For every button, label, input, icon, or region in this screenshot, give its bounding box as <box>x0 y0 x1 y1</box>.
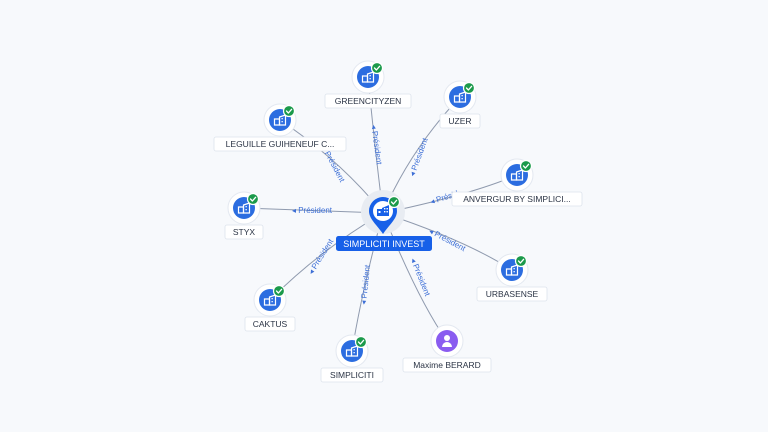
node-caktus[interactable]: CAKTUS <box>244 283 296 332</box>
building-icon <box>510 169 524 181</box>
verified-check-icon <box>354 335 368 349</box>
node-label: CAKTUS <box>253 319 288 329</box>
nodes-layer: GREENCITYZEN UZER LEGUILLE GUIHENEUF C... A… <box>213 60 583 383</box>
node-label-box <box>402 357 492 373</box>
edge-label: ◂ Président <box>306 237 335 276</box>
node-anvergur[interactable]: ANVERGUR BY SIMPLICI... <box>451 158 583 207</box>
center-label: SIMPLICITI INVEST <box>343 239 425 249</box>
node-label-box <box>439 113 481 129</box>
node-label: Maxime BERARD <box>413 360 481 370</box>
node-label-box <box>320 367 384 383</box>
building-icon <box>361 71 375 83</box>
node-label: SIMPLICITI <box>330 370 374 380</box>
building-icon <box>377 205 389 216</box>
edge-simpliciti: ◂ Président <box>351 212 384 352</box>
edge-label: ◂ Président <box>359 264 372 306</box>
verified-check-icon <box>462 81 476 95</box>
verified-check-icon <box>282 104 296 118</box>
center-node[interactable]: SIMPLICITI INVEST <box>336 190 432 251</box>
node-label: URBASENSE <box>486 289 539 299</box>
node-label: ANVERGUR BY SIMPLICI... <box>463 194 571 204</box>
center-label-box <box>336 236 432 251</box>
verified-check-icon <box>514 254 528 268</box>
node-styx[interactable]: STYX <box>224 191 264 240</box>
verified-check-icon <box>246 192 260 206</box>
node-label-box <box>451 191 583 207</box>
node-label-box <box>244 316 296 332</box>
node-label: UZER <box>448 116 471 126</box>
building-icon <box>505 264 519 276</box>
edge-label: ◂ Président <box>427 226 467 253</box>
edge-label: ◂ Président <box>292 206 333 215</box>
building-icon <box>263 294 277 306</box>
node-label: GREENCITYZEN <box>335 96 402 106</box>
verified-check-icon <box>370 61 384 75</box>
node-greencityzen[interactable]: GREENCITYZEN <box>324 60 412 109</box>
person-icon <box>442 335 452 347</box>
node-label: STYX <box>233 227 256 237</box>
node-maxime[interactable]: Maxime BERARD <box>402 324 492 373</box>
node-label-box <box>213 136 347 152</box>
edge-label: ◂ Président <box>408 136 430 177</box>
node-label: LEGUILLE GUIHENEUF C... <box>226 139 335 149</box>
node-simpliciti[interactable]: SIMPLICITI <box>320 334 384 383</box>
node-label-box <box>324 93 412 109</box>
building-icon <box>273 114 287 126</box>
edge-label: ◂ Président <box>409 257 433 298</box>
verified-check-icon <box>519 159 533 173</box>
verified-check-icon <box>272 284 286 298</box>
edge-label: ◂ Président <box>369 124 384 166</box>
building-icon <box>345 345 359 357</box>
node-label-box <box>476 286 548 302</box>
verified-check-icon <box>387 195 401 209</box>
node-uzer[interactable]: UZER <box>439 80 481 129</box>
node-leguille[interactable]: LEGUILLE GUIHENEUF C... <box>213 103 347 152</box>
building-icon <box>453 91 467 103</box>
node-urbasense[interactable]: URBASENSE <box>476 253 548 302</box>
node-label-box <box>224 224 264 240</box>
building-icon <box>237 202 251 214</box>
